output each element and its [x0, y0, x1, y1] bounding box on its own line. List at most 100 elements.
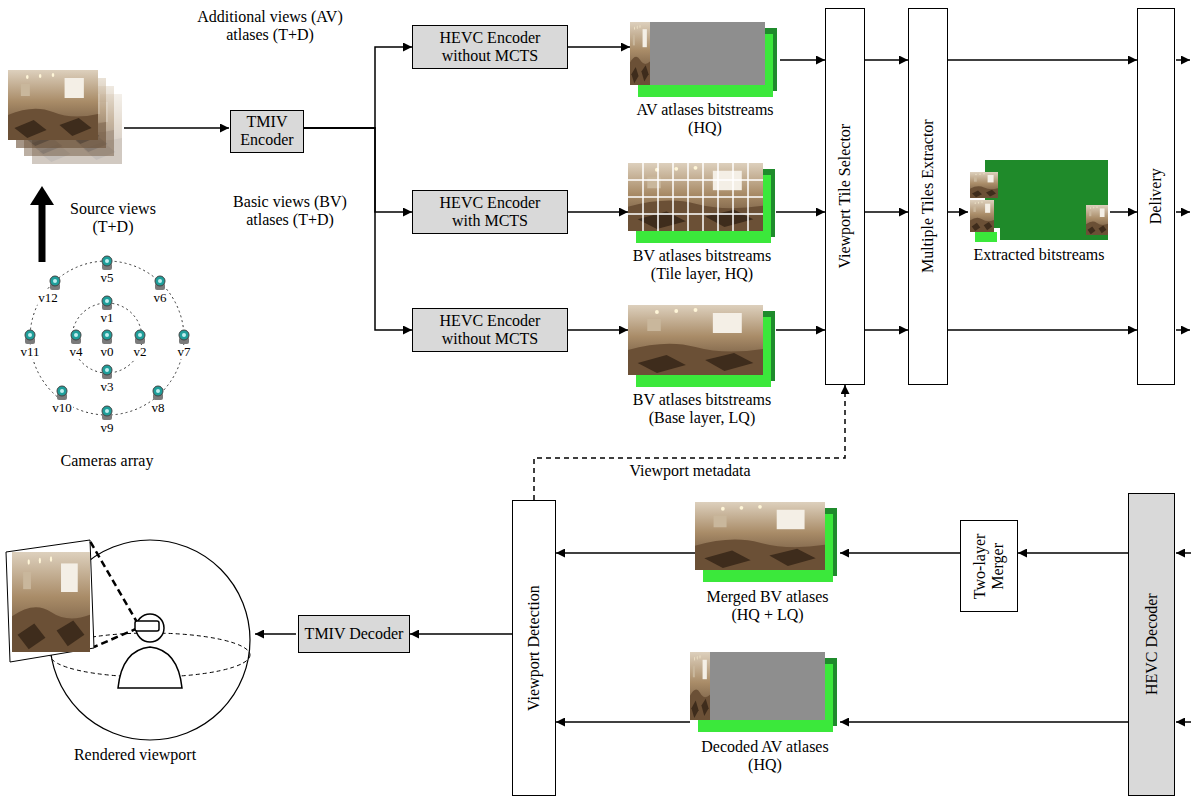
atlas-thumbnail [695, 502, 837, 582]
box-label: HEVC Encoder without MCTS [427, 312, 553, 349]
image-caption: BV atlases bitstreams (Tile layer, HQ) [622, 247, 782, 284]
flow-arrow [1176, 329, 1190, 331]
rendered-viewport-illustration [6, 540, 250, 740]
camera-label: v3 [100, 380, 115, 394]
connector-arrow [534, 385, 845, 500]
camera-icon [135, 330, 145, 344]
box-label: Viewport Tile Selector [836, 124, 854, 269]
camera-label: v2 [133, 345, 148, 359]
tile-grid [628, 163, 763, 231]
view-frustum [90, 541, 138, 647]
atlas-thumbnail [690, 652, 837, 732]
camera-icon [102, 406, 112, 420]
camera-label: v6 [153, 291, 168, 305]
process-box: Delivery [1137, 8, 1175, 385]
atlas-image [690, 652, 825, 720]
connector-arrow [556, 721, 690, 723]
atlas-thumbnail [630, 22, 777, 97]
process-box: Two-layer Merger [960, 520, 1018, 612]
process-box: HEVC Encoder without MCTS [412, 308, 568, 352]
connector-arrow [568, 329, 628, 331]
annotation-text: Additional views (AV) atlases (T+D) [183, 8, 358, 45]
box-label: Viewport Detection [525, 585, 543, 711]
connector-arrow [304, 128, 412, 330]
flow-arrow [1176, 552, 1191, 554]
connector-arrow [568, 46, 630, 48]
process-box: TMIV Encoder [230, 110, 304, 153]
connector-arrow [948, 329, 1137, 331]
atlas-image-node: Decoded AV atlases (HQ) [690, 652, 840, 734]
box-label: HEVC Decoder [1142, 594, 1160, 696]
viewer-head [136, 614, 164, 642]
camera-label: v12 [37, 291, 59, 305]
process-box: Viewport Tile Selector [825, 8, 865, 385]
atlas-patches [970, 200, 994, 232]
camera-icon [155, 276, 165, 290]
process-box: TMIV Decoder [298, 615, 410, 653]
camera-label: v7 [177, 345, 192, 359]
camera-label: v0 [100, 345, 115, 359]
connector-arrow [410, 633, 512, 635]
flow-arrow [1176, 59, 1190, 61]
connector-arrow [1110, 211, 1137, 213]
camera-label: v5 [100, 271, 115, 285]
connector-arrow [840, 721, 1128, 723]
atlas-image-node: AV atlases bitstreams (HQ) [630, 22, 780, 97]
camera-icon [50, 276, 60, 290]
viewer-body [118, 647, 182, 688]
image-caption: Merged BV atlases (HQ + LQ) [698, 588, 838, 625]
flow-arrow [124, 127, 229, 129]
camera-label: v11 [19, 345, 40, 359]
source-image [8, 70, 98, 140]
process-box: Multiple Tiles Extractor [908, 8, 948, 385]
flow-arrow [1176, 211, 1190, 213]
camera-icons [25, 256, 189, 420]
atlas-image-node: BV atlases bitstreams (Base layer, LQ) [628, 305, 776, 387]
connector-arrow [840, 552, 960, 554]
camera-label: v10 [51, 401, 73, 415]
atlas-image [628, 305, 763, 375]
camera-ring [72, 303, 142, 373]
image-caption: BV atlases bitstreams (Base layer, LQ) [622, 391, 782, 428]
image-caption: Decoded AV atlases (HQ) [690, 738, 840, 775]
camera-label: v9 [100, 421, 115, 435]
process-box: HEVC Encoder with MCTS [412, 190, 568, 234]
annotation-text: Cameras array [37, 452, 177, 470]
connector-arrow [865, 59, 908, 61]
connector-arrow [780, 59, 825, 61]
connector-arrow [556, 552, 695, 554]
box-label: TMIV Decoder [305, 625, 404, 643]
camera-icon [71, 330, 81, 344]
atlas-image [695, 502, 825, 570]
thick-arrow-head [30, 186, 54, 205]
atlas-patches [690, 652, 710, 720]
connector-arrow [304, 47, 412, 128]
camera-label: v4 [69, 345, 84, 359]
connector-arrow [776, 329, 825, 331]
camera-icon [153, 386, 163, 400]
process-box: HEVC Decoder [1128, 493, 1175, 796]
source-views-stack [8, 70, 122, 164]
connector-arrow [948, 59, 1137, 61]
box-label: Multiple Tiles Extractor [919, 120, 937, 274]
atlas-image-node: BV atlases bitstreams (Tile layer, HQ) [628, 163, 776, 243]
box-label: HEVC Encoder without MCTS [427, 29, 553, 66]
camera-ring [30, 261, 184, 415]
box-label: Delivery [1147, 169, 1165, 225]
vr-headset [135, 621, 159, 631]
annotation-text: Basic views (BV) atlases (T+D) [220, 193, 360, 230]
connector-arrow [776, 211, 825, 213]
box-label: Two-layer Merger [971, 526, 1008, 606]
camera-icon [102, 256, 112, 270]
box-label: TMIV Encoder [235, 113, 299, 150]
flow-arrow [1176, 721, 1191, 723]
connector-arrow [1018, 552, 1128, 554]
connector-arrow [948, 211, 968, 213]
connector-arrow [568, 211, 628, 213]
atlas-image-node: Merged BV atlases (HQ + LQ) [695, 502, 840, 584]
connector-arrow [865, 329, 908, 331]
layer-shadow [975, 232, 997, 242]
atlas-patches [1086, 205, 1108, 235]
